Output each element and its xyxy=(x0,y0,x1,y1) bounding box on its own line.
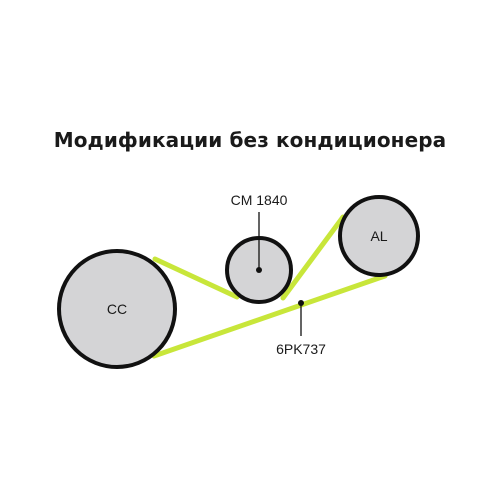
pulley-cc-label: CC xyxy=(107,301,127,317)
pulley-cc: CC xyxy=(57,249,177,369)
pulley-alternator: AL xyxy=(338,195,420,277)
belt-segment-tensioner-to-al xyxy=(280,214,346,301)
belt-label: 6PK737 xyxy=(276,341,326,357)
belt-segment-al-to-cc xyxy=(151,273,388,359)
belt xyxy=(151,214,388,359)
belt-callout: 6PK737 xyxy=(276,300,326,357)
page-title: Модификации без кондиционера xyxy=(53,128,447,152)
pulley-cc-circle xyxy=(57,249,177,369)
pulley-tensioner-label: CM 1840 xyxy=(231,192,288,208)
pulley-alternator-label: AL xyxy=(370,228,387,244)
belt-segment-cc-to-tensioner xyxy=(152,256,240,300)
pulley-alternator-circle xyxy=(338,195,420,277)
pulley-tensioner: CM 1840 xyxy=(225,192,293,304)
